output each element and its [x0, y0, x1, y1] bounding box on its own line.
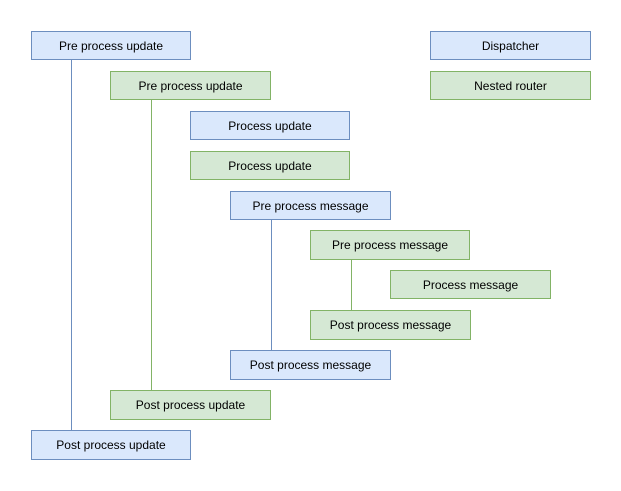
node-nested-router-green: Nested router	[430, 71, 591, 100]
node-label: Post process message	[249, 358, 372, 372]
node-label: Process update	[228, 118, 312, 133]
connector-blue-line-1	[71, 60, 72, 430]
node-process-update-blue: Process update	[190, 111, 350, 140]
node-label: Pre process update	[138, 78, 243, 93]
connector-green-line-2	[151, 100, 152, 390]
node-label: Post process update	[56, 438, 166, 452]
node-dispatcher-blue: Dispatcher	[430, 31, 591, 60]
node-post-process-update-green: Post process update	[110, 390, 271, 420]
node-pre-process-message-green: Pre process message	[310, 230, 470, 260]
node-pre-process-update-blue: Pre process update	[31, 31, 191, 60]
node-label: Process update	[228, 158, 312, 173]
node-label: Process message	[422, 277, 519, 292]
node-label: Dispatcher	[481, 38, 540, 53]
node-post-process-message-blue: Post process message	[230, 350, 391, 380]
node-label: Pre process message	[252, 198, 369, 213]
node-label: Pre process update	[58, 38, 164, 53]
node-label: Post process message	[329, 318, 452, 332]
connector-green-line-4	[351, 260, 352, 310]
node-label: Post process update	[135, 398, 246, 412]
connector-blue-line-3	[271, 220, 272, 350]
node-post-process-message-green: Post process message	[310, 310, 471, 340]
node-pre-process-update-green: Pre process update	[110, 71, 271, 100]
node-process-update-green: Process update	[190, 151, 350, 180]
node-pre-process-message-blue: Pre process message	[230, 191, 391, 220]
node-label: Pre process message	[331, 238, 449, 252]
node-process-message-green: Process message	[390, 270, 551, 299]
node-label: Nested router	[474, 78, 547, 93]
node-post-process-update-blue: Post process update	[31, 430, 191, 460]
